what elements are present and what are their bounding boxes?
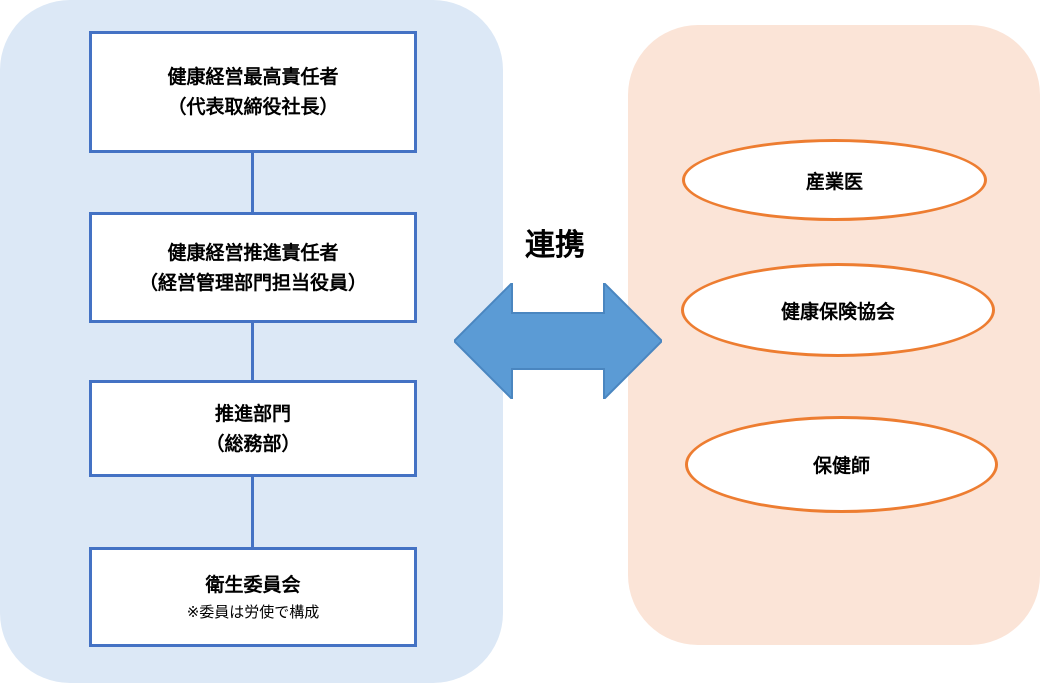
role-box-note: ※委員は労使で構成	[186, 603, 320, 621]
role-box-subtitle: （総務部）	[205, 432, 301, 455]
partner-oval-public-health-nurse: 保健師	[685, 416, 998, 513]
partner-label: 産業医	[805, 170, 863, 193]
partner-label: 保健師	[812, 455, 870, 477]
double-arrow-icon	[454, 283, 662, 399]
role-box-title: 健康経営推進責任者	[167, 241, 339, 264]
role-box-title: 推進部門	[214, 402, 291, 425]
partner-oval-health-insurance-association: 健康保険協会	[681, 263, 995, 357]
connector-line-1	[251, 150, 254, 214]
role-box-health-committee: 衛生委員会 ※委員は労使で構成	[89, 547, 417, 647]
partner-oval-industrial-physician: 産業医	[682, 139, 987, 221]
connector-line-2	[251, 321, 254, 382]
role-box-subtitle: （経営管理部門担当役員）	[138, 271, 367, 294]
role-box-health-promotion-manager: 健康経営推進責任者 （経営管理部門担当役員）	[89, 212, 417, 323]
connector-line-3	[251, 475, 254, 549]
role-box-title: 衛生委員会	[205, 574, 301, 596]
role-box-title: 健康経営最高責任者	[167, 66, 339, 88]
link-label: 連携	[525, 228, 585, 263]
partner-label: 健康保険協会	[780, 300, 895, 323]
role-box-promotion-department: 推進部門 （総務部）	[89, 380, 417, 477]
role-box-subtitle: （代表取締役社長）	[167, 96, 339, 118]
role-box-chief-health-officer: 健康経営最高責任者 （代表取締役社長）	[89, 31, 417, 153]
